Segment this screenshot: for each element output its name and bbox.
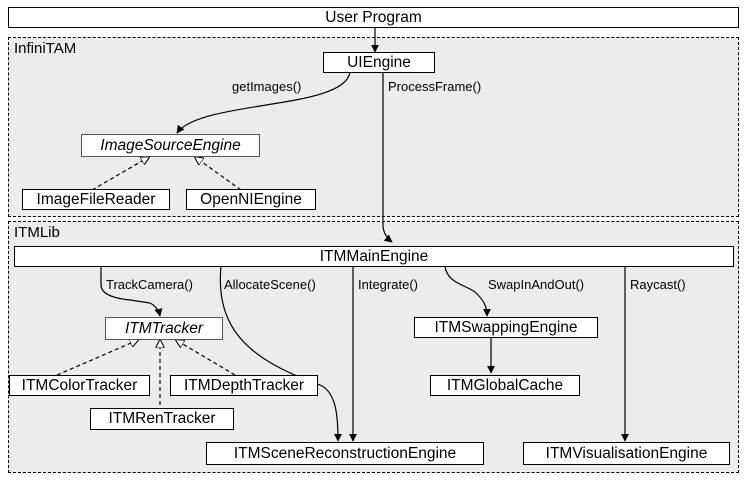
edge-imagefilereader-inherit: [91, 157, 149, 191]
edge-trackcamera: [100, 266, 163, 317]
itm-color-tracker-box: ITMColorTracker: [9, 375, 150, 396]
user-program-box: User Program: [8, 7, 739, 28]
itm-scene-reconstruction-engine-box: ITMSceneReconstructionEngine: [206, 442, 484, 465]
edge-label-get-images: getImages(): [232, 79, 302, 94]
edge-processframe: [382, 72, 393, 243]
edge-colortracker-inherit: [56, 340, 138, 376]
itm-main-engine-box: ITMMainEngine: [14, 246, 734, 267]
edge-label-swap-in-and-out: SwapInAndOut(): [488, 277, 585, 292]
itm-global-cache-box: ITMGlobalCache: [430, 375, 580, 396]
edge-getimages: [176, 71, 351, 134]
itm-swapping-engine-box: ITMSwappingEngine: [414, 317, 598, 338]
edge-depthtracker-inherit: [176, 340, 236, 376]
edge-label-track-camera: TrackCamera(): [106, 277, 193, 292]
openni-engine-box: OpenNIEngine: [186, 189, 316, 210]
edge-swapinandout: [444, 265, 491, 317]
edge-label-raycast: Raycast(): [630, 277, 686, 292]
itmlib-region-label: ITMLib: [14, 224, 60, 241]
image-file-reader-box: ImageFileReader: [22, 189, 170, 210]
itm-ren-tracker-box: ITMRenTracker: [90, 408, 234, 430]
itm-depth-tracker-box: ITMDepthTracker: [170, 375, 318, 396]
infinitam-region-label: InfiniTAM: [14, 40, 77, 57]
edge-allocatescene: [219, 265, 342, 442]
edge-label-allocate-scene: AllocateScene(): [224, 277, 316, 292]
edge-openni-inherit: [195, 157, 242, 191]
image-source-engine-box: ImageSourceEngine: [81, 134, 260, 157]
itm-visualisation-engine-box: ITMVisualisationEngine: [523, 442, 730, 465]
ui-engine-box: UIEngine: [323, 52, 435, 73]
edge-label-process-frame: ProcessFrame(): [388, 79, 482, 94]
edge-label-integrate: Integrate(): [358, 277, 418, 292]
itm-tracker-box: ITMTracker: [105, 317, 223, 340]
